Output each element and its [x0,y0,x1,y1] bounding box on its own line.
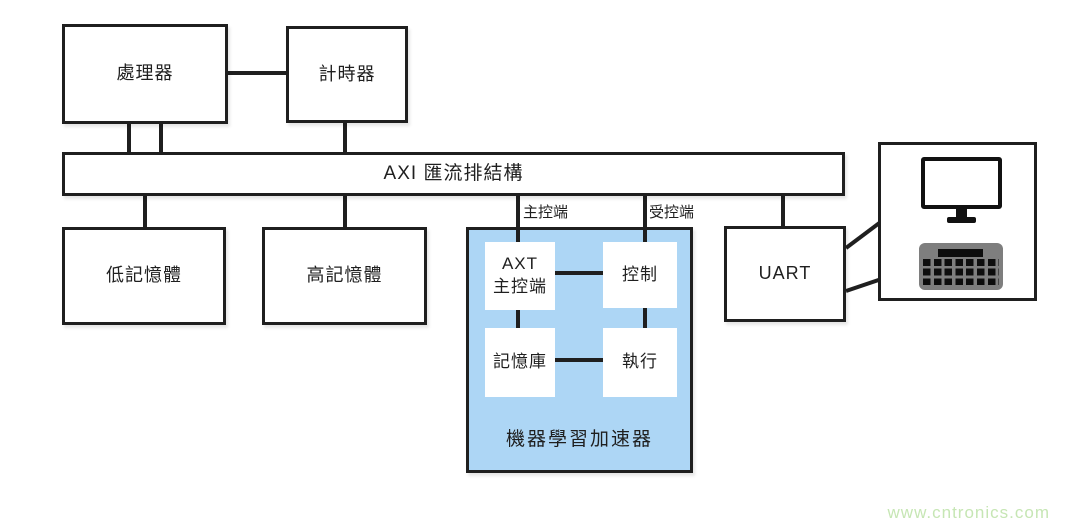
axt-master-label-line2: 主控端 [493,277,547,296]
connector-bus-low-memory [143,194,147,229]
high-memory-label: 高記憶體 [306,265,383,286]
axt-master-box: AXT 主控端 [485,242,555,310]
timer-box: 計時器 [286,26,408,123]
connector-bus-high-memory [343,194,347,229]
memory-bank-box: 記憶庫 [485,328,555,397]
connector-processor-bus-1 [127,122,131,154]
memory-bank-label: 記憶庫 [493,352,547,372]
low-memory-label: 低記憶體 [106,265,182,286]
keyboard-top-bar [938,249,983,257]
execute-box: 執行 [603,328,677,397]
connector-bus-axt-master [516,194,520,244]
keyboard-keys [923,259,999,285]
axt-master-label-line1: AXT [501,254,539,274]
high-memory-box: 高記憶體 [262,227,427,325]
monitor-stand-stem [956,208,967,218]
processor-box: 處理器 [62,24,228,124]
connector-bus-uart [781,194,785,228]
axt-master-label: AXT 主控端 [493,253,547,299]
keyboard-icon [919,243,1003,290]
ml-accelerator-title: 機器學習加速器 [505,429,653,450]
low-memory-box: 低記憶體 [62,227,226,325]
processor-label: 處理器 [116,63,174,84]
axi-bus-box: AXI 匯流排結構 [62,152,845,196]
connector-control-execute [643,306,647,330]
monitor-stand-base [947,217,976,223]
uart-box: UART [724,226,846,322]
uart-label: UART [758,263,812,284]
monitor-icon [921,157,1002,209]
connector-processor-timer [228,71,286,75]
connector-axt-memorybank [516,308,520,330]
timer-label: 計時器 [318,63,376,84]
connector-bus-control [643,194,647,244]
connector-timer-bus [343,120,347,154]
watermark: www.cntronics.com [887,503,1050,522]
axi-bus-label: AXI 匯流排結構 [383,162,524,184]
control-label: 控制 [622,264,658,284]
connector-axt-control [553,271,605,275]
bus-port-master-label: 主控端 [523,204,569,221]
connector-memorybank-execute [553,358,605,362]
control-box: 控制 [603,242,677,308]
execute-label: 執行 [622,352,658,372]
bus-port-slave-label: 受控端 [649,204,695,221]
connector-processor-bus-2 [159,122,163,154]
